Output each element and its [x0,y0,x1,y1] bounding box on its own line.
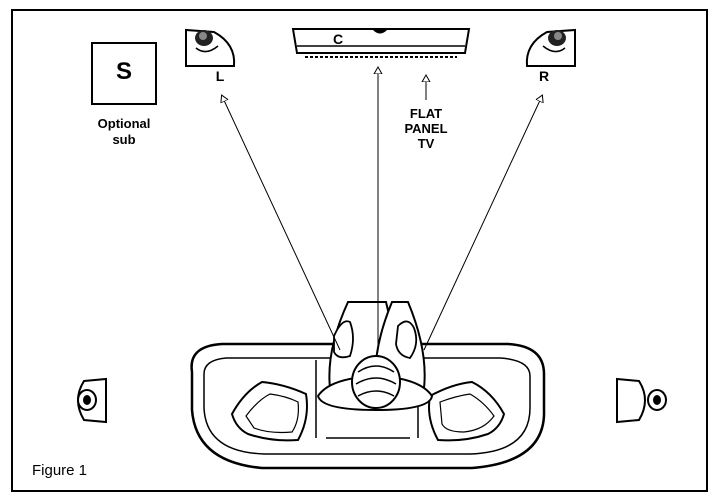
center-speaker-tv-bar-icon [291,28,471,58]
listener [316,301,434,412]
left-speaker-label: L [215,68,225,84]
right-pillow [428,380,506,442]
arrow-to-left-speaker [222,96,341,351]
right-speaker-label: R [538,68,550,84]
left-pillow [230,380,308,442]
tv-label-line2: PANEL [404,121,448,136]
left-front-speaker-icon [185,28,236,67]
right-surround-speaker-icon [616,377,667,424]
tv-label-line1: FLAT [409,106,443,121]
arrow-to-right-speaker [423,96,542,351]
subwoofer-caption-line1: Optional [97,116,151,131]
center-speaker-label: C [332,31,344,47]
subwoofer-letter: S [115,58,132,85]
tv-label-line3: TV [417,136,435,151]
figure-caption: Figure 1 [32,462,88,479]
subwoofer-box [91,42,157,105]
left-surround-speaker-icon [77,377,107,424]
subwoofer-caption-line2: sub [112,132,136,147]
right-front-speaker-icon [525,28,576,67]
